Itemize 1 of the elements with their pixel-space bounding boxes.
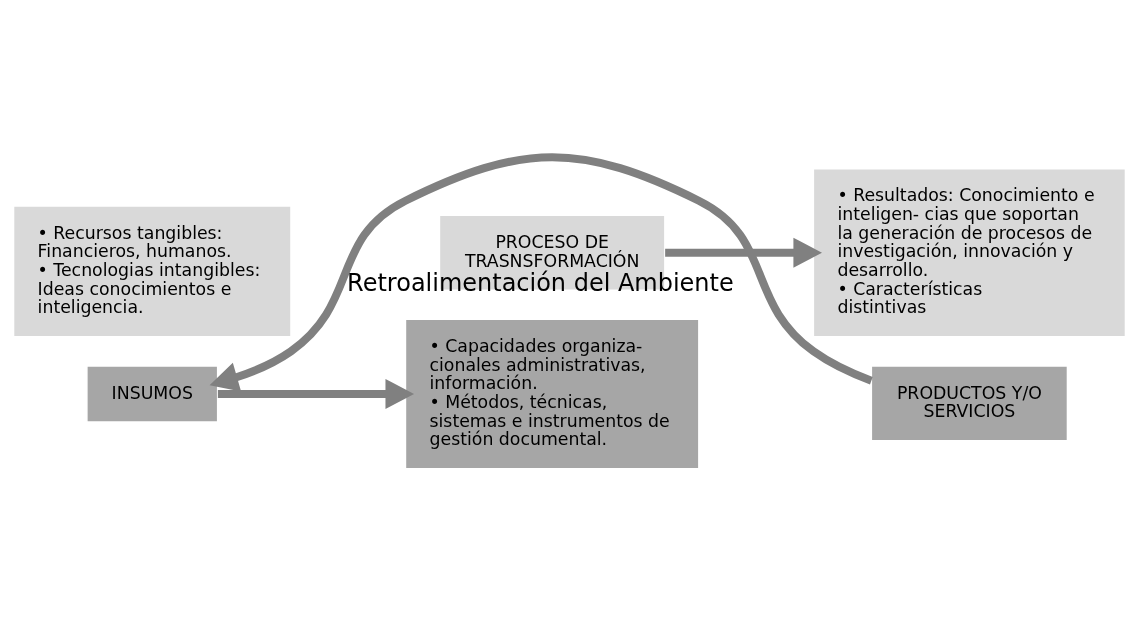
edge-label: Retroalimentación del Ambiente bbox=[347, 268, 734, 297]
